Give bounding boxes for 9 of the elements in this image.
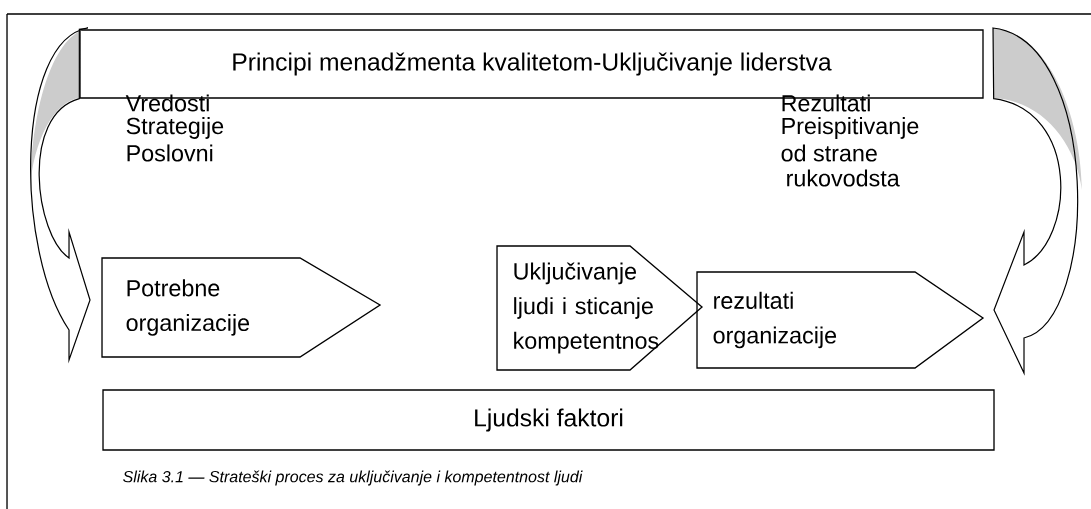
pentagon-arrow-box: rezultati organizacije [696,271,985,369]
pentagon-arrow-box: Uključivanje ljudi i sticanje kompetentnos [496,245,704,371]
side-text: rukovodsta [787,169,900,187]
side-text: Poslovni [127,144,213,162]
text-box: Ljudski faktori [102,389,995,451]
side-text: od strane [781,144,877,162]
pentagon-arrow-box: Potrebne organizacije [101,257,382,358]
caption: Slika 3.1 — Strateški proces za uključivanje i kompetentnost ljudi [123,470,583,486]
curved-arrow [992,27,1078,374]
